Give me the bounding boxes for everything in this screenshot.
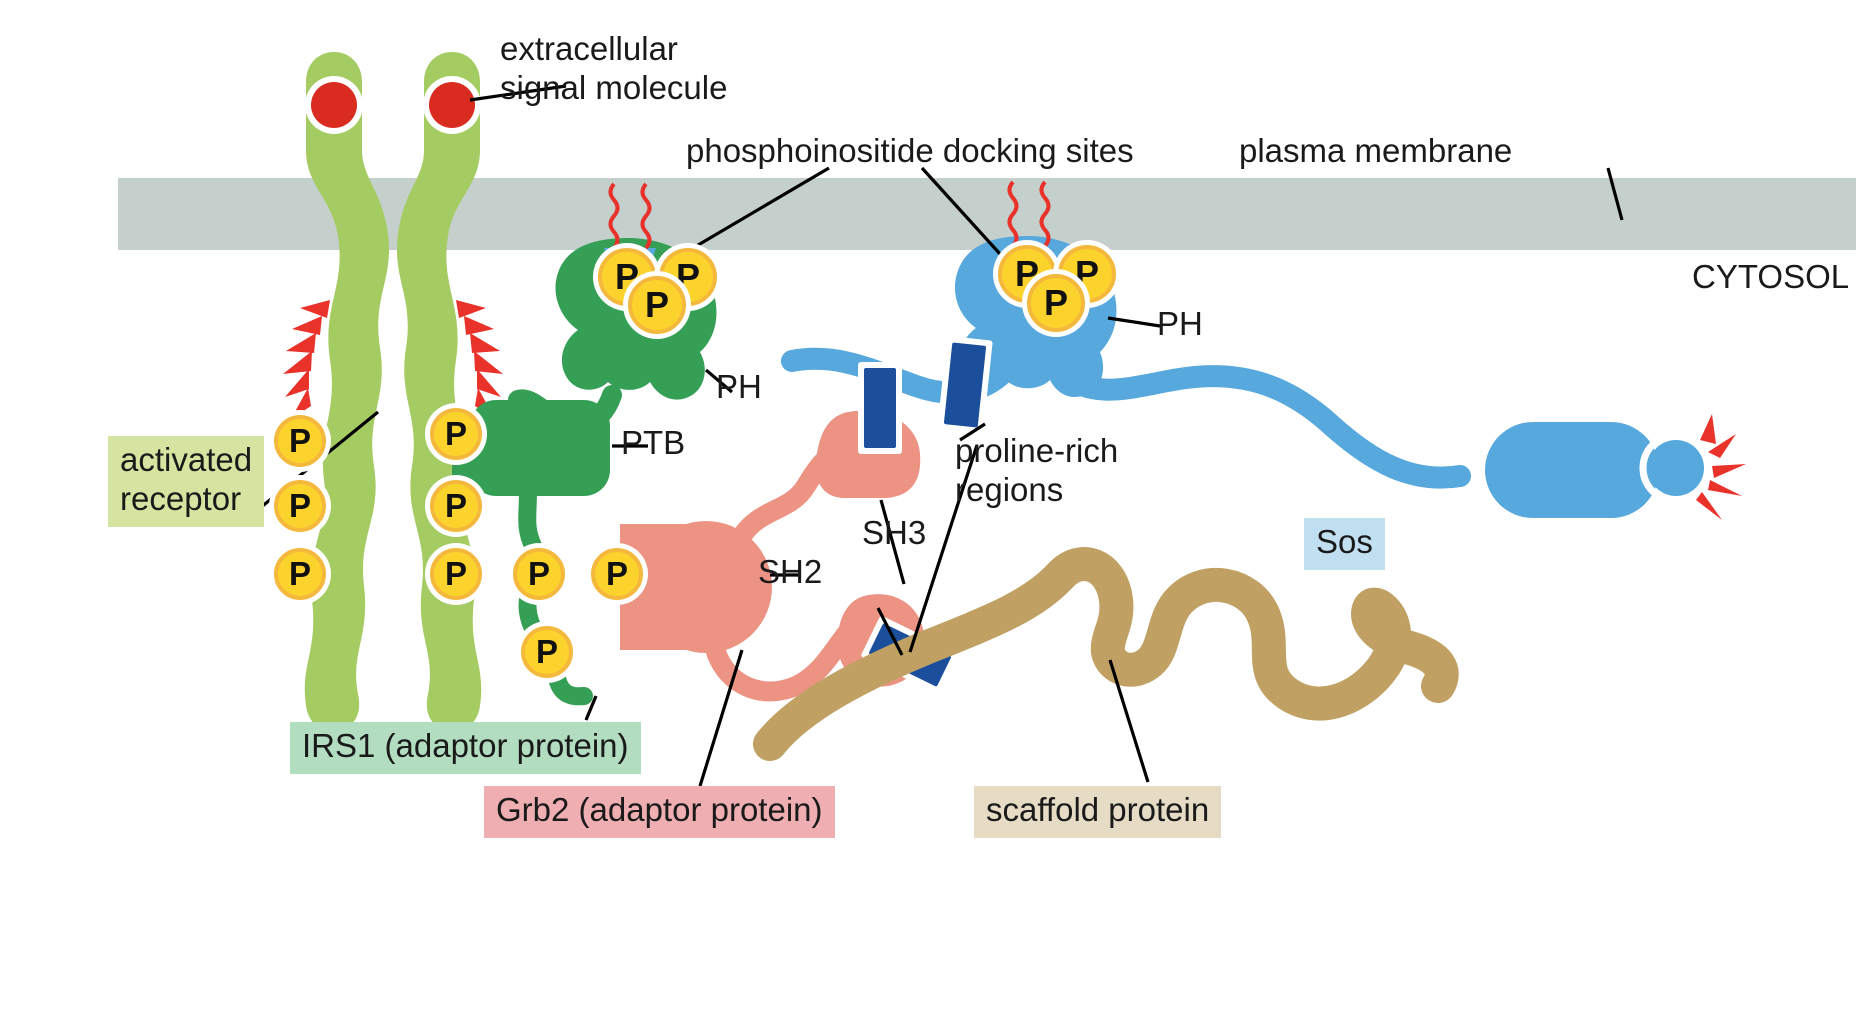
scaffold-protein-label: scaffold protein <box>974 786 1222 838</box>
leader-plasma-membrane <box>1606 167 1624 221</box>
leader-ph-right <box>1107 316 1161 328</box>
grb2-sh2-lobe <box>640 521 772 653</box>
sos-catalytic-tip <box>1648 440 1704 496</box>
cytosol-label: CYTOSOL <box>1692 258 1850 295</box>
sos-catalytic-domain <box>1485 422 1659 518</box>
signal-molecule-right <box>429 82 475 128</box>
signal-molecule-left <box>311 82 357 128</box>
leader-docking-left <box>675 166 830 260</box>
irs1-label: IRS1 (adaptor protein) <box>290 722 641 774</box>
phosphate-receptor-left-3: P <box>274 548 326 600</box>
proline-rich-regions-label: proline-rich regions <box>955 432 1119 508</box>
leader-scaffold <box>1108 659 1150 783</box>
leader-irs1 <box>584 695 598 721</box>
lipid-tail-right-a <box>1007 180 1019 248</box>
phosphate-receptor-right-1: P <box>430 408 482 460</box>
receptor-chain-right <box>396 52 482 731</box>
phosphate-ph-right-3: P <box>1027 274 1085 332</box>
phosphate-receptor-right-2: P <box>430 480 482 532</box>
irs1-tail <box>518 483 593 706</box>
leader-signal-molecule <box>469 84 567 102</box>
irs1-ptb-domain <box>470 400 610 496</box>
sos-backbone-right <box>1049 361 1471 489</box>
lipid-tail-left-a <box>608 182 620 250</box>
lipid-tail-right-b <box>1039 180 1051 248</box>
leader-sh3-lower <box>876 607 904 656</box>
ptb-label: PTB <box>621 424 686 461</box>
proline-rich-bar-2 <box>944 342 986 428</box>
phosphate-receptor-left-2: P <box>274 480 326 532</box>
phosphate-ph-left-3: P <box>628 276 686 334</box>
extracellular-signal-molecule-label: extracellular signal molecule <box>500 30 728 106</box>
scaffold-protein <box>753 547 1459 761</box>
leader-ph-left <box>704 368 734 394</box>
leader-grb2 <box>698 649 744 787</box>
leader-proline-lower <box>908 444 979 653</box>
grb2-linker-lower <box>706 622 858 702</box>
grb2-label: Grb2 (adaptor protein) <box>484 786 835 838</box>
phosphate-receptor-right-3: P <box>430 548 482 600</box>
phosphate-irs1-1: P <box>513 548 565 600</box>
activation-burst-left <box>283 300 330 419</box>
sos-activation-burst <box>1696 414 1746 520</box>
sos-label: Sos <box>1304 518 1385 570</box>
lipid-tail-left-b <box>640 182 652 250</box>
sos-catalytic-tip-halo <box>1639 431 1713 505</box>
plasma-membrane-label: plasma membrane <box>1239 132 1513 169</box>
activated-receptor-label: activated receptor <box>108 436 265 527</box>
receptor-chain-left <box>304 52 390 731</box>
sh2-label: SH2 <box>758 553 823 590</box>
phosphate-irs1-2: P <box>591 548 643 600</box>
sh3-label: SH3 <box>862 514 927 551</box>
phosphate-receptor-right-4: P <box>521 626 573 678</box>
phosphoinositide-docking-sites-label: phosphoinositide docking sites <box>686 132 1134 169</box>
ph-right-label: PH <box>1157 305 1203 342</box>
leader-lines <box>258 84 1624 787</box>
phosphate-receptor-left-1: P <box>274 415 326 467</box>
leader-sh3-upper <box>879 499 906 585</box>
proline-rich-bar-1 <box>864 368 896 448</box>
leader-proline-upper <box>959 422 986 442</box>
ph-left-label: PH <box>716 368 762 405</box>
leader-docking-right <box>920 166 1002 256</box>
